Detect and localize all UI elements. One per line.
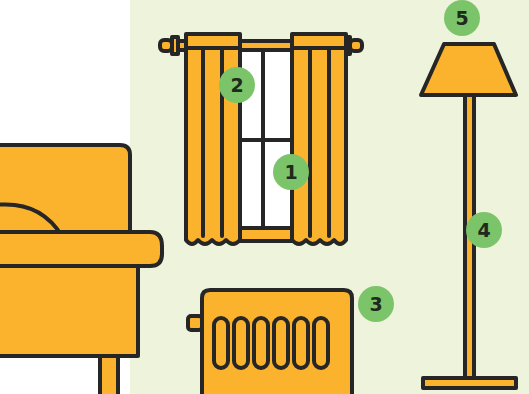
callout-number: 3 <box>358 286 394 322</box>
callout-number: 4 <box>466 212 502 248</box>
floor-lamp <box>421 44 516 388</box>
callout-number: 5 <box>444 0 480 36</box>
curtain-left <box>186 34 240 244</box>
callout-number: 2 <box>219 67 255 103</box>
sofa <box>0 145 162 394</box>
callout-circles <box>219 0 502 322</box>
radiator <box>188 290 352 394</box>
wall-background <box>130 0 529 394</box>
callout-number: 1 <box>273 154 309 190</box>
curtain-right <box>292 34 346 244</box>
